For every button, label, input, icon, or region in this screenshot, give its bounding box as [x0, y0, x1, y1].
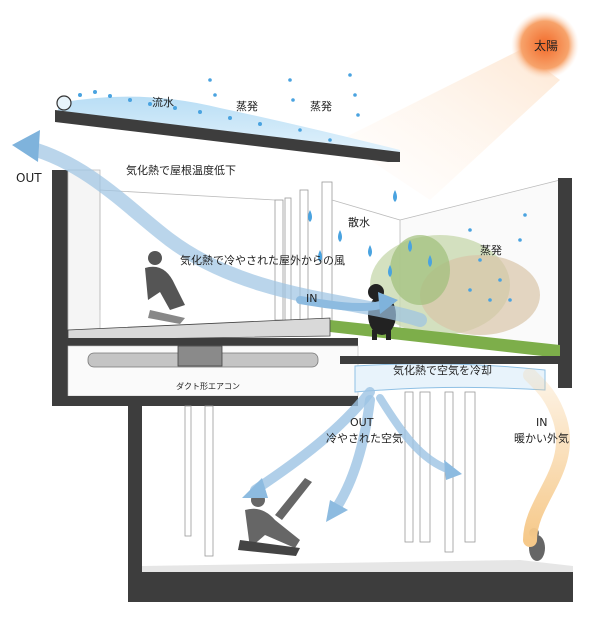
evap-roof-label-2: 蒸発 [310, 99, 332, 113]
cooled-air-arrow-1 [250, 387, 375, 495]
cooled-air-arrow-3 [376, 394, 454, 474]
sun-rays [340, 50, 560, 200]
sprinkler-pipe-icon [56, 95, 72, 111]
left-wall [52, 170, 68, 400]
in-mid-label: IN [306, 292, 317, 305]
roof-slab [55, 110, 400, 162]
evap-garden-label: 蒸発 [480, 243, 502, 257]
warm-air-arrow [523, 368, 571, 547]
mid-slab [52, 396, 358, 406]
roof-cooling-label: 気化熱で屋根温度低下 [126, 163, 236, 177]
water-drops [78, 73, 527, 302]
lower-columns [184, 391, 476, 557]
warm-air-label: 暖かい外気 [514, 431, 569, 445]
cooled-air-arrow-2 [330, 395, 375, 515]
sun-icon [511, 11, 579, 79]
floor-edge [68, 338, 358, 346]
in-mid-arrowhead [378, 292, 398, 314]
out-top-arrowhead [12, 130, 40, 162]
person-seated-top [145, 251, 185, 324]
evap-roof-label-1: 蒸発 [236, 99, 258, 113]
garden-slab [340, 356, 572, 364]
out-bottom-label: OUT [350, 416, 374, 429]
sprinkle-label: 散水 [348, 215, 370, 229]
person-reclining-bottom [238, 478, 312, 556]
runoff-label: 流水 [152, 95, 174, 109]
cooled-air-label: 冷やされた空気 [326, 431, 403, 445]
lower-ground [142, 560, 573, 572]
duct-ac-label: ダクト形エアコン [176, 381, 240, 391]
out-top-label: OUT [16, 171, 42, 185]
in-mid-arrow [296, 296, 384, 312]
right-wall [558, 178, 572, 388]
lower-left-wall [128, 406, 142, 576]
sun-label: 太陽 [534, 38, 558, 53]
upper-floor-slab [67, 317, 331, 341]
in-right-label: IN [536, 416, 547, 429]
air-cooling-label: 気化熱で空気を冷却 [393, 363, 492, 377]
air-conditioner-icon [177, 345, 223, 367]
cooled-wind-label: 気化熱で冷やされた屋外からの風 [180, 253, 345, 267]
interior-back-wall [67, 169, 101, 331]
